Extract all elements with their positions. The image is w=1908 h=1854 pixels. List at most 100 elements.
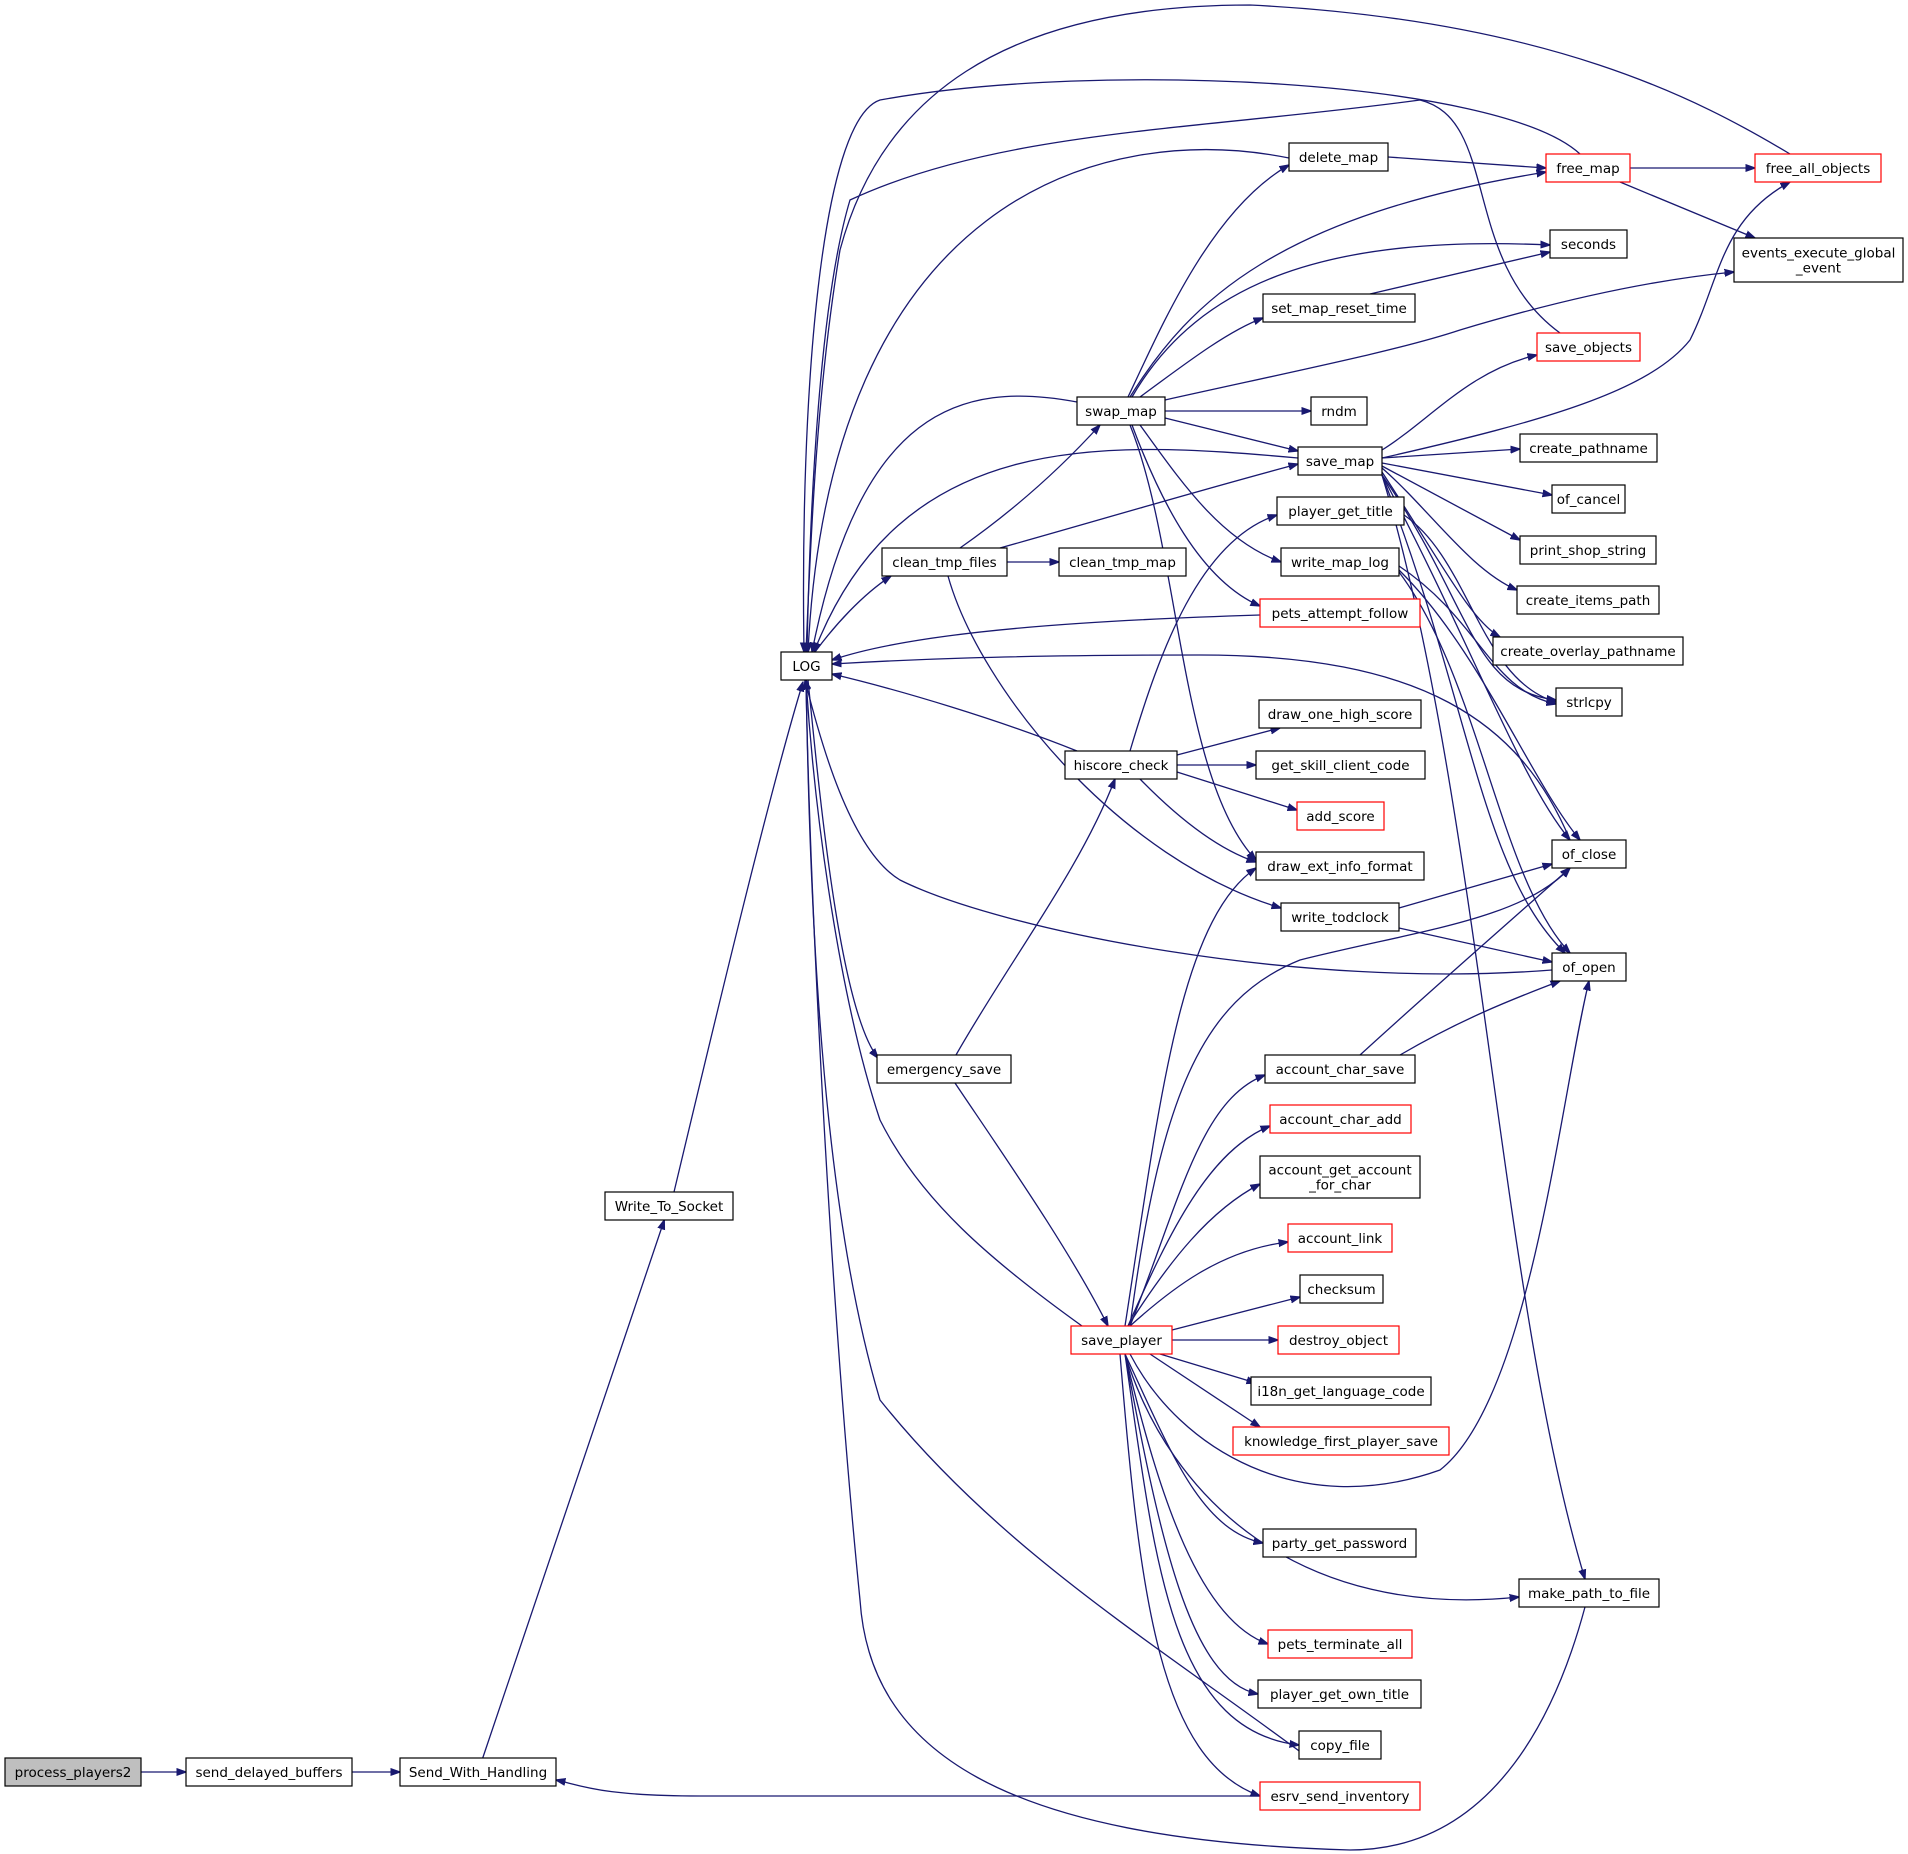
node-pets_terminate_all[interactable]: pets_terminate_all xyxy=(1267,1629,1413,1659)
node-account_get_account_for_char[interactable]: account_get_account_for_char xyxy=(1259,1155,1421,1199)
node-player_get_own_title[interactable]: player_get_own_title xyxy=(1257,1679,1422,1709)
node-box xyxy=(1259,598,1421,628)
node-label: destroy_object xyxy=(1289,1333,1388,1349)
node-draw_one_high_score[interactable]: draw_one_high_score xyxy=(1258,699,1422,729)
edge-Send_With_Handling-to-Write_To_Socket xyxy=(482,1220,665,1759)
node-label: knowledge_first_player_save xyxy=(1244,1434,1438,1450)
node-process_players2[interactable]: process_players2 xyxy=(4,1757,142,1787)
node-LOG[interactable]: LOG xyxy=(780,651,833,681)
edge-hiscore_check-to-add_score xyxy=(1176,771,1297,810)
node-knowledge_first_player_save[interactable]: knowledge_first_player_save xyxy=(1232,1426,1450,1456)
edge-path xyxy=(1124,1353,1258,1694)
edge-path xyxy=(1398,565,1556,704)
node-save_objects[interactable]: save_objects xyxy=(1536,332,1641,362)
node-box xyxy=(1549,229,1628,259)
node-Send_With_Handling[interactable]: Send_With_Handling xyxy=(399,1757,557,1787)
edge-path xyxy=(805,680,1553,975)
node-box xyxy=(1551,839,1627,869)
node-add_score[interactable]: add_score xyxy=(1296,801,1385,831)
node-clean_tmp_map[interactable]: clean_tmp_map xyxy=(1058,547,1187,577)
node-get_skill_client_code[interactable]: get_skill_client_code xyxy=(1255,750,1426,780)
edge-save_player-to-knowledge_first_player_save xyxy=(1149,1353,1260,1427)
node-print_shop_string[interactable]: print_shop_string xyxy=(1519,535,1657,565)
node-strlcpy[interactable]: strlcpy xyxy=(1555,687,1623,717)
node-set_map_reset_time[interactable]: set_map_reset_time xyxy=(1262,293,1416,323)
node-draw_ext_info_format[interactable]: draw_ext_info_format xyxy=(1255,851,1425,881)
node-create_pathname[interactable]: create_pathname xyxy=(1519,433,1658,463)
node-copy_file[interactable]: copy_file xyxy=(1298,1730,1382,1760)
node-save_map[interactable]: save_map xyxy=(1297,446,1383,476)
edge-save_player-to-account_get_account_for_char xyxy=(1127,1184,1260,1327)
node-swap_map[interactable]: swap_map xyxy=(1076,396,1166,426)
edge-path xyxy=(1403,514,1556,702)
node-of_open[interactable]: of_open xyxy=(1551,952,1627,982)
edge-path xyxy=(1159,1353,1256,1383)
node-player_get_title[interactable]: player_get_title xyxy=(1276,496,1405,526)
edge-path xyxy=(1381,355,1537,451)
edge-save_player-to-of_close xyxy=(1129,868,1570,1327)
edge-path xyxy=(1398,927,1552,962)
node-seconds[interactable]: seconds xyxy=(1549,229,1628,259)
edge-path xyxy=(1127,1184,1260,1327)
node-free_map[interactable]: free_map xyxy=(1545,153,1631,183)
node-destroy_object[interactable]: destroy_object xyxy=(1277,1325,1400,1355)
edge-path xyxy=(1129,424,1256,860)
edge-of_close-to-LOG xyxy=(832,654,1571,841)
edge-clean_tmp_files-to-swap_map xyxy=(959,425,1100,549)
edge-write_map_log-to-of_close xyxy=(1398,569,1580,840)
node-events_execute_global_event[interactable]: events_execute_global_event xyxy=(1733,237,1904,283)
node-save_player[interactable]: save_player xyxy=(1070,1325,1173,1355)
edge-save_player-to-pets_terminate_all xyxy=(1124,1353,1268,1644)
node-label: swap_map xyxy=(1085,404,1157,420)
edge-path xyxy=(1119,1353,1260,1796)
node-of_close[interactable]: of_close xyxy=(1551,839,1627,869)
node-box xyxy=(1516,585,1660,615)
node-box xyxy=(1264,1054,1416,1084)
edge-save_player-to-player_get_own_title xyxy=(1124,1353,1258,1694)
edge-path xyxy=(807,679,878,1058)
edge-path xyxy=(1127,1126,1270,1327)
node-make_path_to_file[interactable]: make_path_to_file xyxy=(1518,1578,1660,1608)
node-box xyxy=(876,1054,1012,1084)
node-create_overlay_pathname[interactable]: create_overlay_pathname xyxy=(1492,636,1684,666)
node-box xyxy=(1551,952,1627,982)
node-account_char_save[interactable]: account_char_save xyxy=(1264,1054,1416,1084)
edge-save_player-to-copy_file xyxy=(1124,1353,1299,1745)
node-esrv_send_inventory[interactable]: esrv_send_inventory xyxy=(1259,1781,1421,1811)
node-Write_To_Socket[interactable]: Write_To_Socket xyxy=(604,1191,734,1221)
edge-swap_map-to-save_map xyxy=(1164,417,1298,451)
edge-path xyxy=(1129,1075,1265,1327)
edge-LOG-to-emergency_save xyxy=(807,679,878,1058)
node-write_map_log[interactable]: write_map_log xyxy=(1280,547,1400,577)
node-label: draw_one_high_score xyxy=(1268,707,1413,723)
node-pets_attempt_follow[interactable]: pets_attempt_follow xyxy=(1259,598,1421,628)
node-account_link[interactable]: account_link xyxy=(1287,1223,1393,1253)
edge-path xyxy=(1381,467,1517,590)
edge-path xyxy=(1176,728,1280,756)
node-label: of_close xyxy=(1562,847,1617,863)
edge-swap_map-to-set_map_reset_time xyxy=(1139,318,1263,398)
node-party_get_password[interactable]: party_get_password xyxy=(1262,1528,1417,1558)
edge-path xyxy=(814,448,1299,653)
edge-path xyxy=(1369,252,1550,295)
edge-path xyxy=(1149,1353,1260,1427)
node-delete_map[interactable]: delete_map xyxy=(1288,142,1389,172)
edge-swap_map-to-seconds xyxy=(1131,244,1550,398)
node-i18n_get_language_code[interactable]: i18n_get_language_code xyxy=(1250,1376,1432,1406)
edge-path xyxy=(1124,1353,1263,1543)
node-of_cancel[interactable]: of_cancel xyxy=(1551,484,1626,514)
node-checksum[interactable]: checksum xyxy=(1299,1274,1384,1304)
node-clean_tmp_files[interactable]: clean_tmp_files xyxy=(881,547,1008,577)
node-hiscore_check[interactable]: hiscore_check xyxy=(1064,750,1178,780)
node-account_char_add[interactable]: account_char_add xyxy=(1269,1104,1412,1134)
node-send_delayed_buffers[interactable]: send_delayed_buffers xyxy=(185,1757,353,1787)
node-create_items_path[interactable]: create_items_path xyxy=(1516,585,1660,615)
node-write_todclock[interactable]: write_todclock xyxy=(1280,902,1400,932)
edge-emergency_save-to-hiscore_check xyxy=(955,779,1115,1056)
node-rndm[interactable]: rndm xyxy=(1310,396,1368,426)
edge-save_player-to-make_path_to_file xyxy=(1124,1353,1519,1600)
edge-swap_map-to-delete_map xyxy=(1127,165,1289,398)
node-emergency_save[interactable]: emergency_save xyxy=(876,1054,1012,1084)
node-free_all_objects[interactable]: free_all_objects xyxy=(1754,153,1882,183)
node-label: free_all_objects xyxy=(1766,161,1871,177)
